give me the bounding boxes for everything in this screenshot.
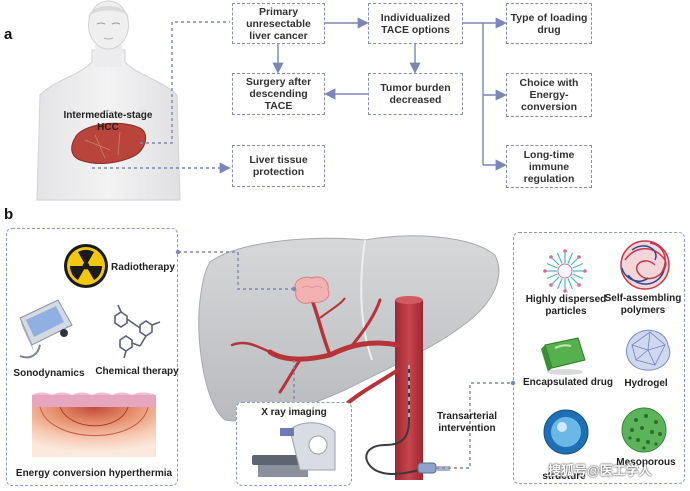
xray-label: X ray imaging [261,407,327,418]
self-assembling-label: Self-assembling polymers [604,293,682,316]
box-immune-regulation: Long-time immune regulation [506,145,592,188]
watermark: 搜狐号@医工学人 [548,463,652,478]
chemical-therapy-label: Chemical therapy [95,366,179,377]
box-primary-cancer: Primary unresectable liver cancer [232,3,325,44]
panel-a-label: a [4,26,13,43]
patient-label: Intermediate-stage HCC [63,110,153,133]
tumor-icon [294,276,330,304]
transarterial-label: Transarterial intervention [436,411,498,434]
box-loading-drug: Type of loading drug [506,3,592,44]
liver-icon-small [71,122,147,164]
box-tumor-burden: Tumor burden decreased [368,73,463,115]
hyperthermia-label: Energy conversion hyperthermia [15,468,173,479]
hydrogel-label: Hydrogel [624,378,668,389]
encapsulated-drug-label: Encapsulated drug [522,377,613,388]
dispersed-particles-label: Highly dispersed particles [525,294,607,317]
panel-b-label: b [4,206,14,223]
mesoporous-label: Mesoporous [616,457,676,468]
radiotherapy-label: Radiotherapy [111,262,175,273]
sonodynamics-label: Sonodynamics [13,368,85,379]
box-energy-conversion: Choice with Energy-conversion [506,73,592,117]
box-tace-options: Individualized TACE options [368,3,463,44]
box-surgery: Surgery after descending TACE [232,73,325,115]
structure-label: structure [542,471,586,482]
box-liver-protection: Liver tissue protection [232,145,325,187]
